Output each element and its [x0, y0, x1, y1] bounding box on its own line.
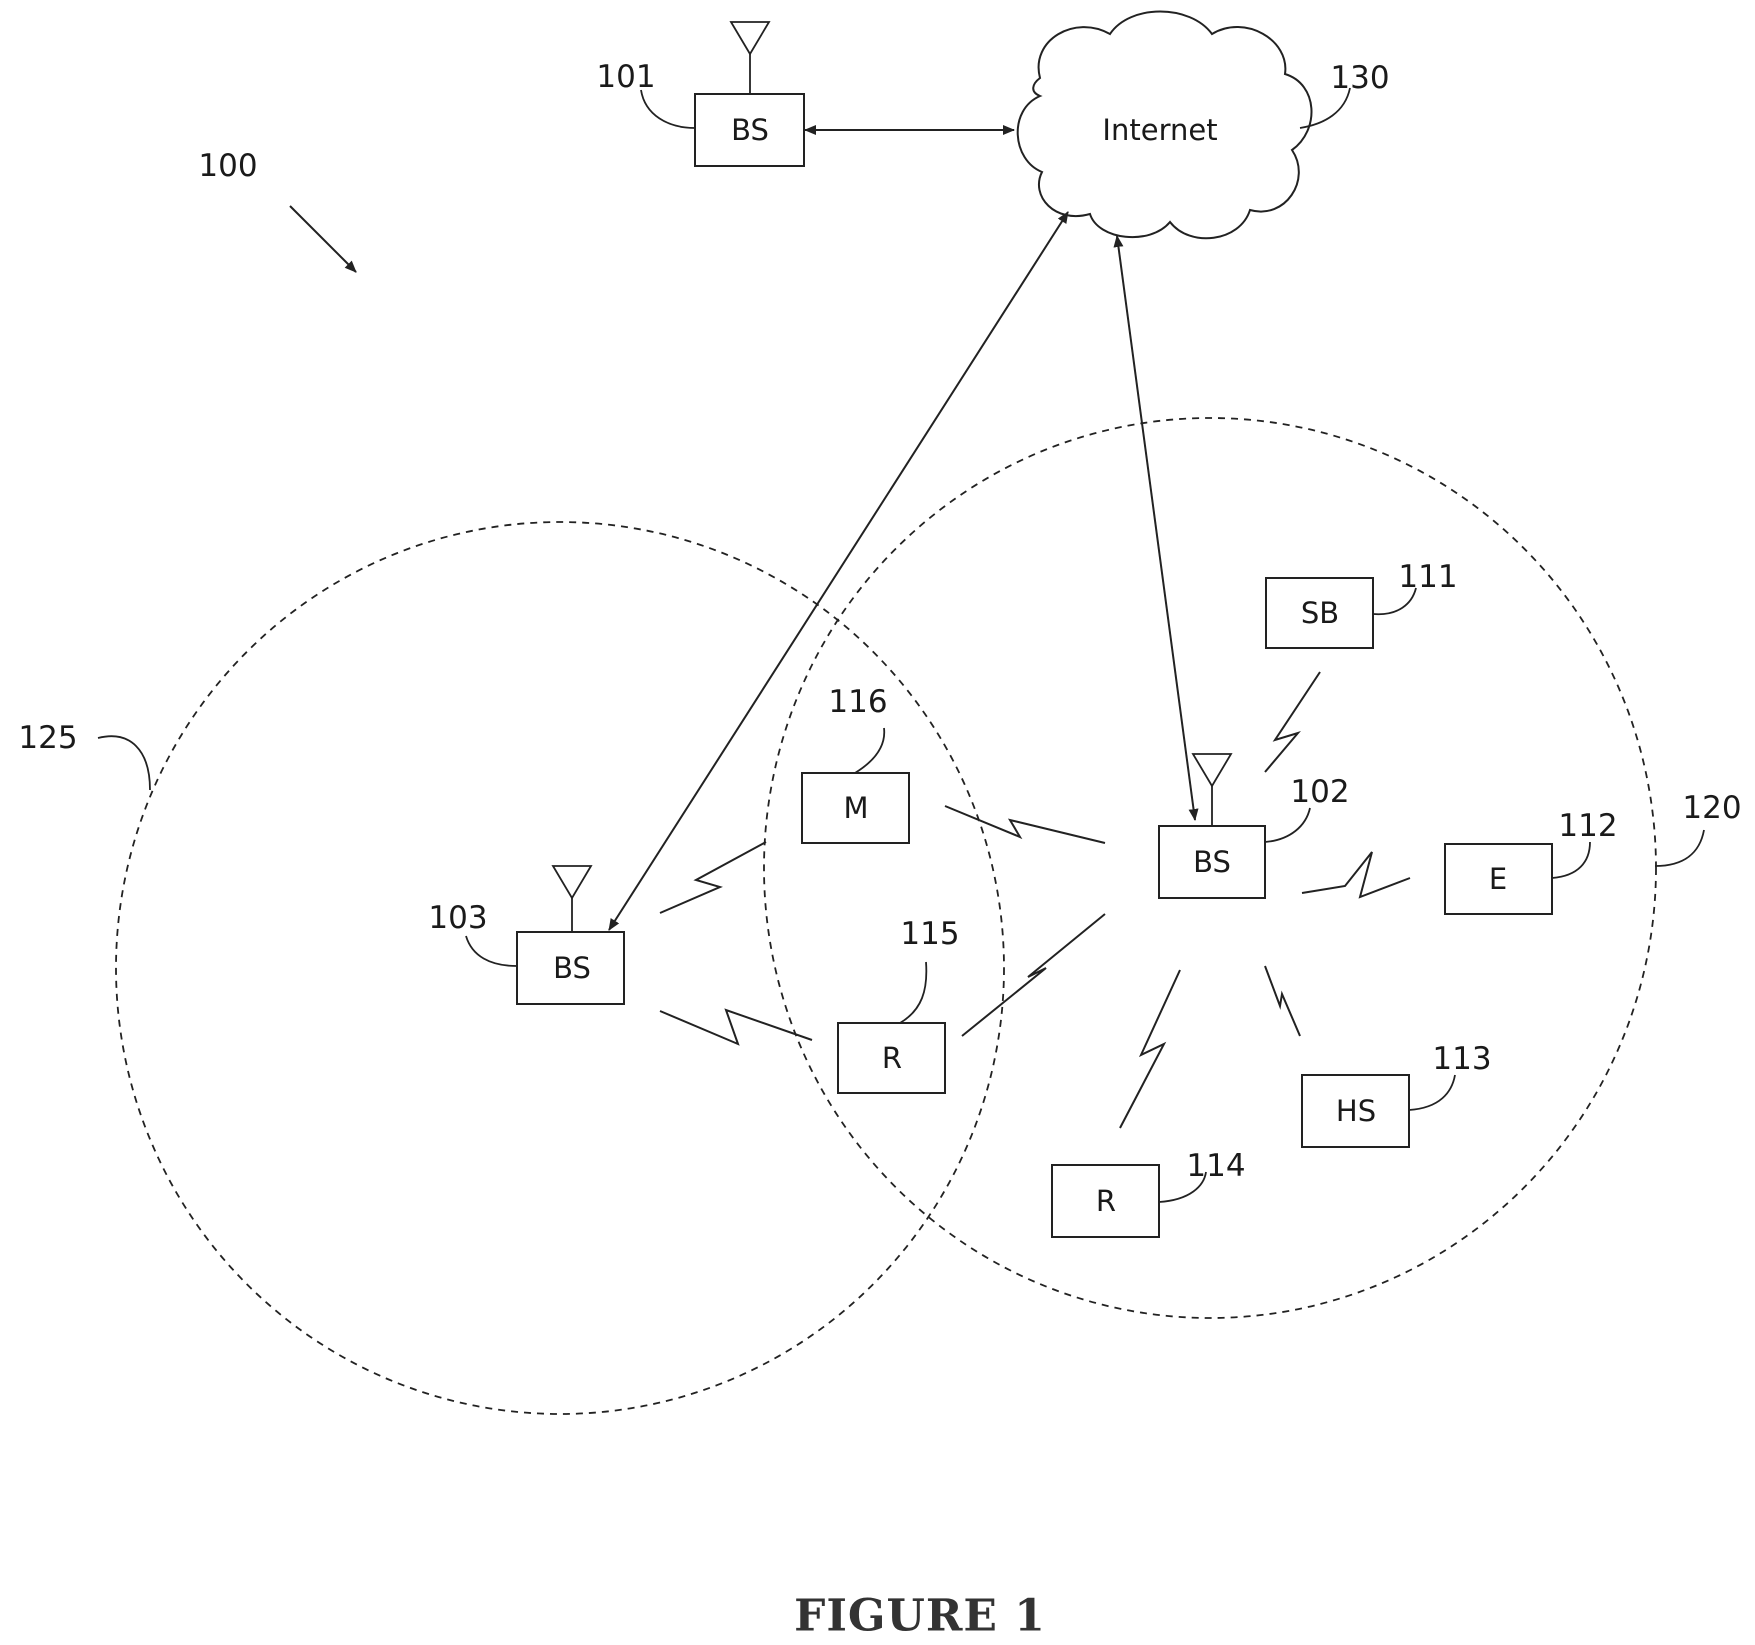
antenna-icon — [1193, 754, 1231, 826]
antenna-icon — [731, 22, 769, 94]
wireless-links — [660, 672, 1410, 1128]
ue116-label: M — [843, 791, 868, 825]
arrow-icon — [290, 206, 356, 272]
ue115-ref-leader — [900, 962, 926, 1023]
bs101-ref-leader — [641, 90, 695, 128]
ue116-ref-leader — [855, 728, 884, 773]
lightning-bolt-icon — [1302, 852, 1410, 897]
bs103-label: BS — [553, 951, 591, 985]
ue113-ref-label: 113 — [1432, 1041, 1491, 1077]
user-equipment-113: HS 113 — [1302, 1041, 1492, 1147]
system-ref-label: 100 — [198, 148, 257, 184]
user-equipment-111: SB 111 — [1266, 559, 1458, 648]
ue114-ref-label: 114 — [1186, 1148, 1245, 1184]
user-equipment-112: E 112 — [1445, 808, 1618, 914]
bs102-ref-leader — [1265, 808, 1310, 842]
internet-ref-label: 130 — [1330, 60, 1389, 96]
ue114-label: R — [1096, 1184, 1116, 1218]
lightning-bolt-icon — [945, 806, 1105, 843]
user-equipment-115: R 115 — [838, 916, 960, 1093]
ue112-label: E — [1489, 862, 1507, 896]
bs101-label: BS — [731, 113, 769, 147]
coverage-125-ref-leader — [98, 736, 150, 790]
bs103-ref-label: 103 — [428, 900, 487, 936]
ue115-label: R — [882, 1041, 902, 1075]
ue116-ref-label: 116 — [828, 684, 887, 720]
ue115-ref-label: 115 — [900, 916, 959, 952]
bs101-ref-label: 101 — [596, 59, 655, 95]
lightning-bolt-icon — [1265, 966, 1300, 1036]
lightning-bolt-icon — [1265, 672, 1320, 772]
ue111-ref-label: 111 — [1398, 559, 1457, 595]
base-station-103: BS 103 — [428, 866, 624, 1004]
base-station-101: BS 101 — [596, 22, 804, 166]
base-station-102: BS 102 — [1159, 754, 1350, 898]
ue111-label: SB — [1301, 596, 1339, 630]
lightning-bolt-icon — [962, 914, 1105, 1036]
ue113-label: HS — [1336, 1094, 1376, 1128]
internet-label: Internet — [1102, 113, 1217, 147]
user-equipment-116: M 116 — [802, 684, 909, 843]
coverage-125-ref-label: 125 — [18, 720, 77, 756]
bs102-ref-label: 102 — [1290, 774, 1349, 810]
lightning-bolt-icon — [660, 842, 766, 913]
link-internet-bs102 — [1117, 236, 1195, 820]
user-equipment-114: R 114 — [1052, 1148, 1246, 1237]
ue112-ref-leader — [1552, 842, 1590, 878]
lightning-bolt-icon — [660, 1010, 812, 1044]
coverage-120-ref-label: 120 — [1682, 790, 1741, 826]
antenna-icon — [553, 866, 591, 932]
bs103-ref-leader — [466, 936, 517, 966]
coverage-120-ref-leader — [1655, 830, 1704, 866]
ue112-ref-label: 112 — [1558, 808, 1617, 844]
ue113-ref-leader — [1409, 1075, 1455, 1110]
figure-caption: FIGURE 1 — [794, 1591, 1046, 1642]
bs102-label: BS — [1193, 845, 1231, 879]
lightning-bolt-icon — [1120, 970, 1180, 1128]
